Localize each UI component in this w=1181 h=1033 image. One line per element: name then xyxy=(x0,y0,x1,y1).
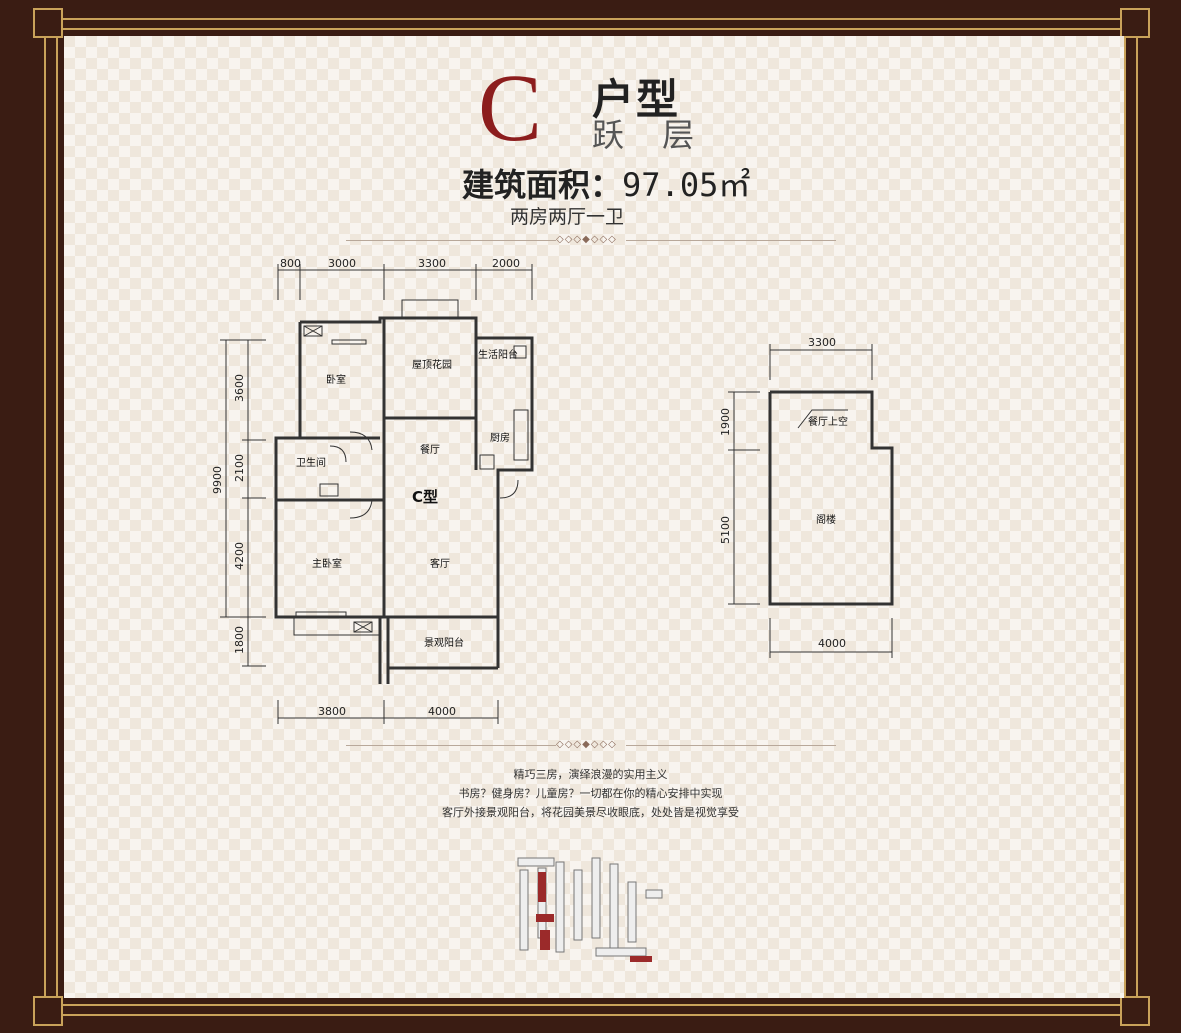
room-living: 客厅 xyxy=(430,557,450,570)
frame-line-inner xyxy=(56,28,1126,1006)
frame-corner-bl xyxy=(33,996,63,1026)
room-count: 两房两厅一卫 xyxy=(510,206,625,228)
area-label: 建筑面积： xyxy=(462,166,623,204)
room-roof-garden: 屋顶花园 xyxy=(412,358,452,371)
site-map-icon xyxy=(517,857,663,957)
top-dim-4: 2000 xyxy=(492,257,520,270)
divider-top-right xyxy=(626,240,836,241)
paper-background xyxy=(64,36,1124,998)
divider-mid-right xyxy=(626,745,836,746)
top-dim-3: 3300 xyxy=(418,257,446,270)
left-dim-4: 1800 xyxy=(233,626,246,654)
plan-type-label: C型 xyxy=(412,488,438,506)
room-kitchen: 厨房 xyxy=(490,431,510,444)
upper-left-dim-1: 1900 xyxy=(719,408,732,436)
room-bedroom: 卧室 xyxy=(326,373,346,386)
left-dim-1: 3600 xyxy=(233,374,246,402)
type-word: 户型 xyxy=(592,75,681,124)
room-bathroom: 卫生间 xyxy=(296,456,326,469)
frame-line-outer xyxy=(44,18,1138,1016)
room-view-balcony: 景观阳台 xyxy=(424,636,464,649)
room-dining: 餐厅 xyxy=(420,443,440,456)
upper-left-dim-2: 5100 xyxy=(719,516,732,544)
frame-corner-br xyxy=(1120,996,1150,1026)
frame-corner-tl xyxy=(33,8,63,38)
room-master-bedroom: 主卧室 xyxy=(312,557,342,570)
total-height-dim: 9900 xyxy=(211,466,224,494)
divider-ornament-mid: ◇◇◇◆◇◇◇ xyxy=(556,739,617,750)
floor-area: 建筑面积：97.05㎡ xyxy=(462,160,750,206)
frame-corner-tr xyxy=(1120,8,1150,38)
upper-room-void: 餐厅上空 xyxy=(808,415,848,428)
area-value: 97.05㎡ xyxy=(622,166,751,204)
divider-mid-left xyxy=(346,745,556,746)
description-line-3: 客厅外接景观阳台，将花园美景尽收眼底，处处皆是视觉享受 xyxy=(442,806,739,819)
divider-top-left xyxy=(346,240,556,241)
left-dim-2: 2100 xyxy=(233,454,246,482)
upper-bottom-dim: 4000 xyxy=(818,637,846,650)
bottom-dim-1: 3800 xyxy=(318,705,346,718)
description-line-2: 书房？健身房？儿童房？一切都在你的精心安排中实现 xyxy=(458,787,723,800)
upper-room-loft: 阁楼 xyxy=(816,513,836,526)
type-letter: C xyxy=(478,54,543,161)
description-line-1: 精巧三房，演绎浪漫的实用主义 xyxy=(513,768,668,781)
left-dim-3: 4200 xyxy=(233,542,246,570)
top-dim-1: 800 xyxy=(280,257,301,270)
room-service-balcony: 生活阳台 xyxy=(478,348,518,361)
divider-ornament-top: ◇◇◇◆◇◇◇ xyxy=(556,234,617,245)
top-dim-2: 3000 xyxy=(328,257,356,270)
upper-top-dim: 3300 xyxy=(808,336,836,349)
bottom-dim-2: 4000 xyxy=(428,705,456,718)
subtype: 跃 层 xyxy=(592,116,709,154)
